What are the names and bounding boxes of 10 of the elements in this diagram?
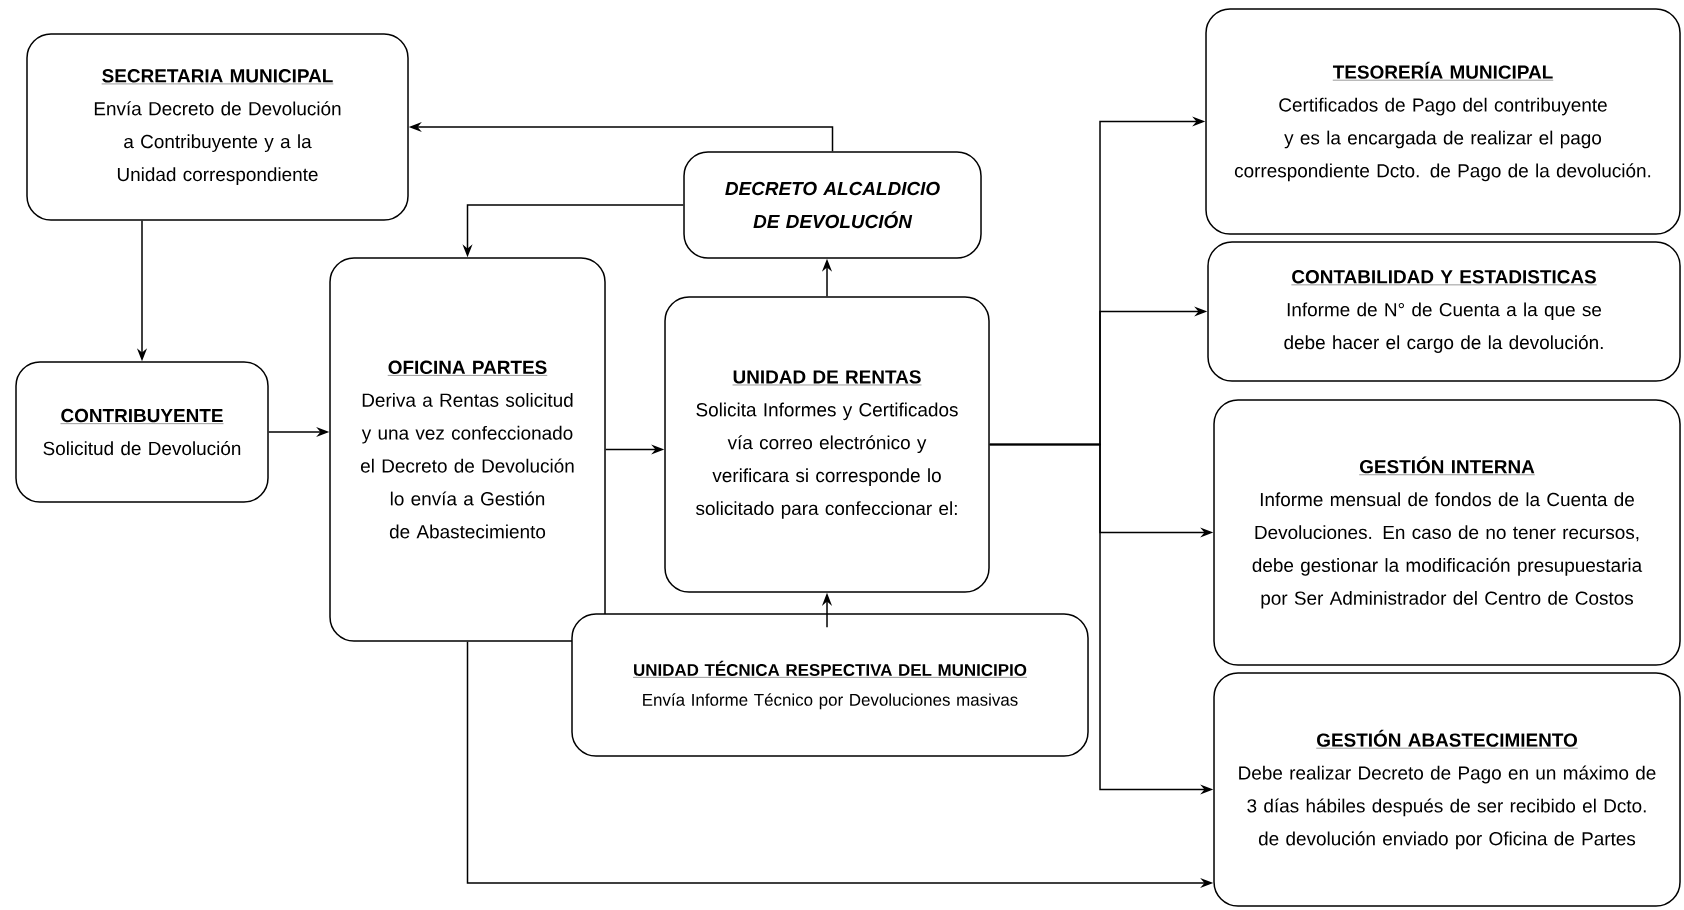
process-box: UNIDAD DE RENTAS Solicita Informes y Certificados vía correo electrónico y verificara si corresponde lo solicitado para confeccionar el: xyxy=(664,296,990,593)
process-box: CONTRIBUYENTE Solicitud de Devolución xyxy=(15,361,269,503)
process-box: DECRETO ALCALDICIO DE DEVOLUCIÓN xyxy=(683,151,982,259)
process-box: CONTABILIDAD Y ESTADISTICAS Informe de N° de Cuenta a la que se debe hacer el cargo de la devolución. xyxy=(1207,241,1681,382)
process-box: GESTIÓN INTERNA Informe mensual de fondos de la Cuenta de Devoluciones. En caso de no tener recursos, debe gestionar la modificación presupuestaria por Ser Administrador del Centro de Costos xyxy=(1213,399,1681,666)
process-box: TESORERÍA MUNICIPAL Certificados de Pago del contribuyente y es la encargada de realizar el pago correspondiente Dcto. de Pago de la devolución. xyxy=(1205,8,1681,235)
process-box: SECRETARIA MUNICIPAL Envía Decreto de Devolución a Contribuyente y a la Unidad correspondiente xyxy=(26,33,409,221)
process-box: GESTIÓN ABASTECIMIENTO Debe realizar Decreto de Pago en un máximo de 3 días hábiles después de ser recibido el Dcto. de devolución enviado por Oficina de Partes xyxy=(1213,672,1681,907)
process-box: OFICINA PARTES Deriva a Rentas solicitud y una vez confeccionado el Decreto de Devolución lo envía a Gestión de Abastecimiento xyxy=(329,257,606,642)
process-box: UNIDAD TÉCNICA RESPECTIVA DEL MUNICIPIO Envía Informe Técnico por Devoluciones masivas xyxy=(571,613,1089,757)
